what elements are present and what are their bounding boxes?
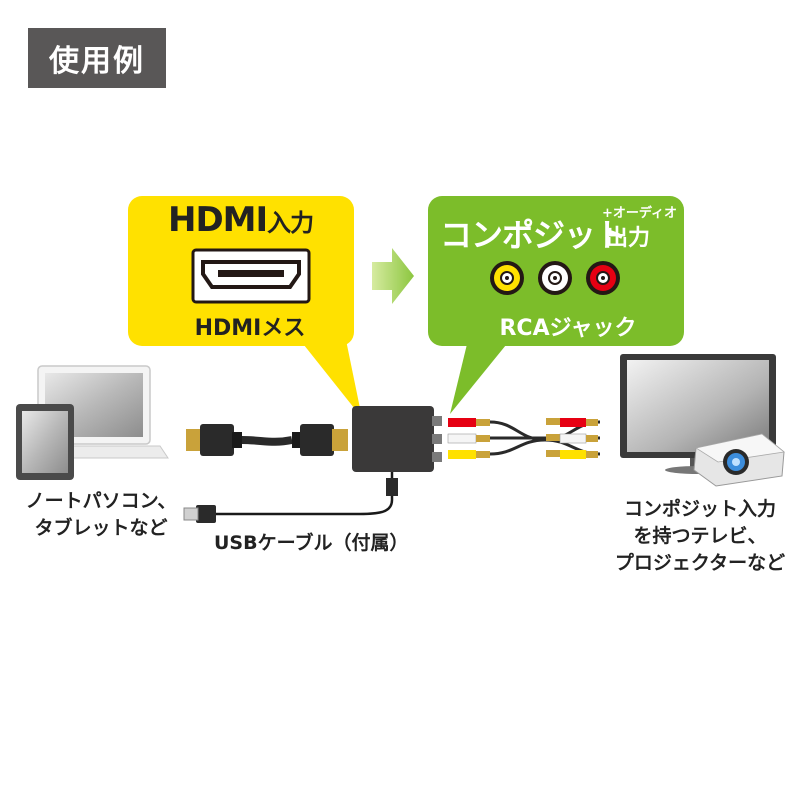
rca-jack-red-icon [586,261,620,295]
rca-jack-yellow-icon [490,261,524,295]
usb-cable-icon [183,472,398,523]
hdmi-female-label: HDMIメス [194,316,306,341]
hdmi-cable-icon [186,424,348,456]
arrow-icon [372,248,414,304]
hdmi-port-icon [191,248,311,304]
dest-caption-line1: コンポジット入力 [623,498,776,520]
source-device-caption: ノートパソコン、 タブレットなど [6,488,196,542]
tablet-icon [16,404,74,480]
dest-caption-line2: を持つテレビ、 [633,525,767,547]
tv-icon [620,354,776,474]
hdmi-input-title: HDMI入力 [168,200,314,240]
rca-cable-icon [447,418,601,459]
output-suffix-label: 出力 [606,226,651,251]
destination-device-caption: コンポジット入力 を持つテレビ、 プロジェクターなど [600,496,800,577]
converter-box-icon [352,406,442,472]
usb-cable-caption: USBケーブル（付属） [214,532,409,554]
source-caption-line2: タブレットなど [34,517,168,539]
hdmi-input-title-main: HDMI [168,200,268,240]
page-title: 使用例 [28,28,166,88]
composite-output-title: コンポジット [440,216,627,254]
dest-caption-line3: プロジェクターなど [614,552,786,574]
projector-icon [693,433,785,487]
source-caption-line1: ノートパソコン、 [25,490,177,512]
rca-jack-white-icon [538,261,572,295]
hdmi-input-title-suffix: 入力 [267,209,314,237]
rca-jack-label: RCAジャック [499,316,637,341]
audio-note-label: +オーディオ [602,206,677,221]
